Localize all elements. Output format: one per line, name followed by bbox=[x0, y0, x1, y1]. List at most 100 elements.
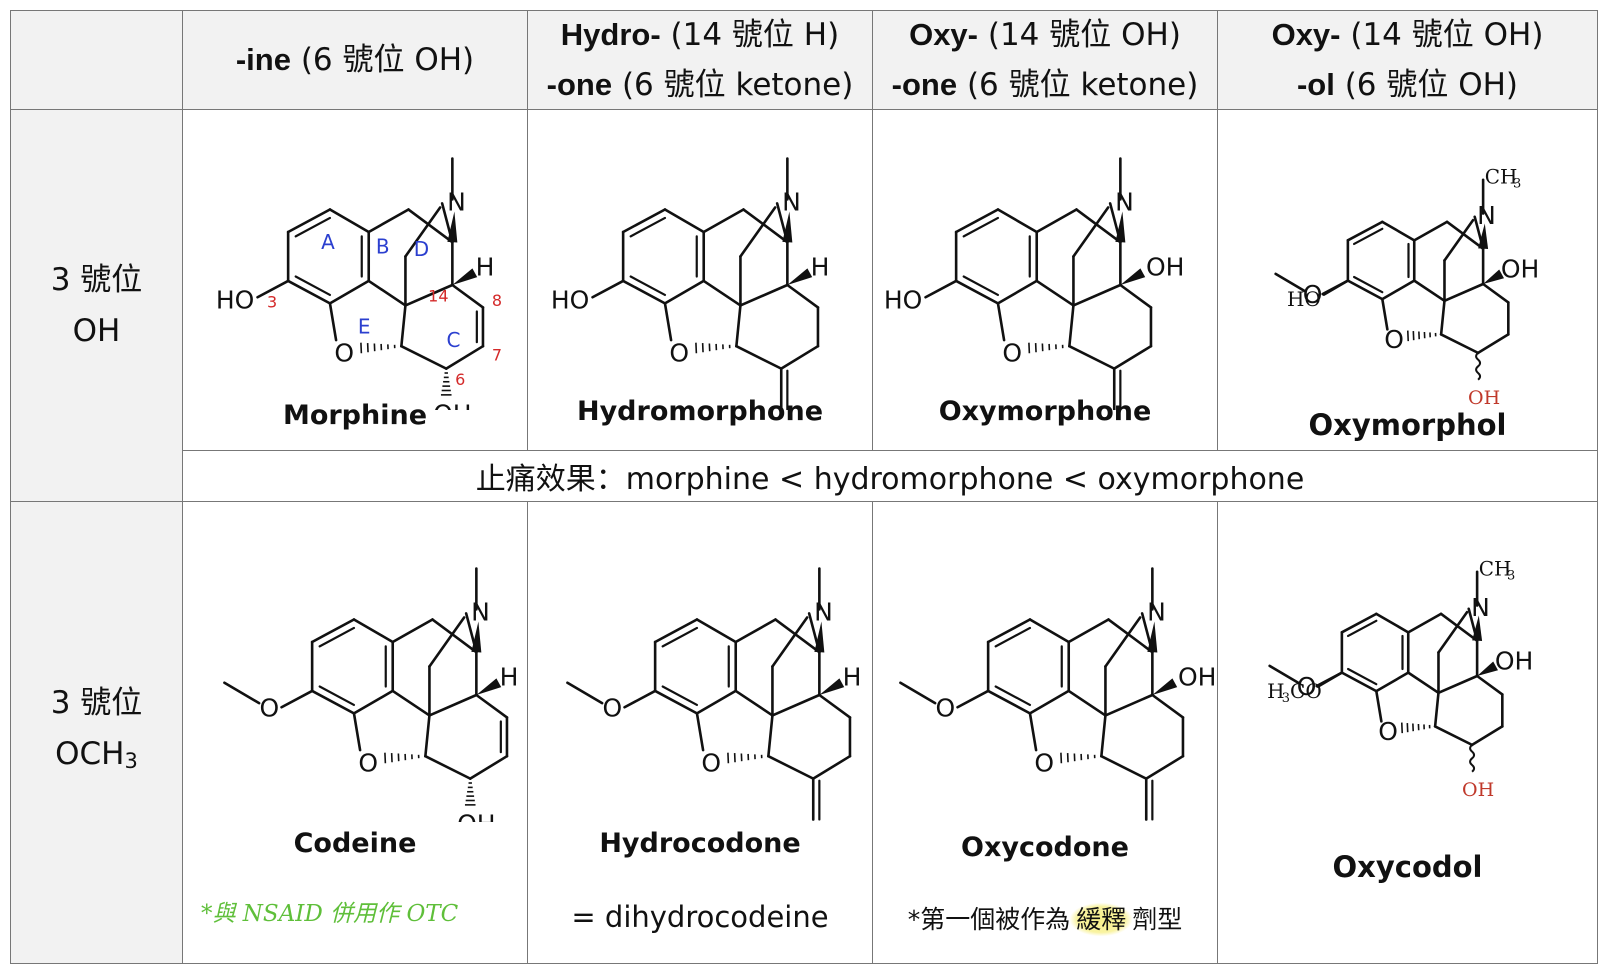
ring-label: D bbox=[414, 237, 429, 261]
bond bbox=[962, 275, 1000, 297]
bond bbox=[328, 208, 371, 234]
bond bbox=[767, 754, 815, 780]
bond bbox=[924, 279, 958, 299]
atom-label: O bbox=[935, 693, 955, 722]
bond bbox=[621, 279, 667, 305]
bond bbox=[771, 616, 809, 668]
atom-label: H bbox=[500, 663, 519, 692]
atom-label: OH bbox=[1146, 253, 1184, 282]
header-prefix: Oxy- bbox=[1271, 17, 1341, 52]
nitrogen-label: N bbox=[1115, 187, 1134, 216]
row-header-line2-wrap: OCH3 bbox=[55, 729, 138, 787]
bond bbox=[1067, 618, 1110, 644]
hydrocodone-structure: HOONO bbox=[566, 567, 862, 822]
wedge-bond bbox=[1120, 268, 1146, 285]
bond bbox=[702, 208, 745, 234]
atom-label: O bbox=[1297, 672, 1317, 701]
compound-name-hydromorphone: Hydromorphone bbox=[576, 396, 824, 427]
methyl-label: CH bbox=[1479, 556, 1512, 580]
bond bbox=[1433, 691, 1440, 728]
morphine-cell: HOHHONOABCDE367814 Morphine bbox=[182, 109, 528, 451]
atom-label: OH bbox=[1495, 647, 1533, 676]
bond bbox=[1112, 344, 1153, 370]
bond bbox=[811, 754, 852, 780]
bond bbox=[591, 279, 625, 299]
bond bbox=[318, 626, 356, 648]
bond bbox=[1268, 664, 1300, 685]
bond bbox=[286, 208, 332, 234]
bond bbox=[739, 283, 789, 307]
codeine-structure: HOHONO bbox=[223, 567, 519, 822]
header-desc: (14 號位 OH) bbox=[1340, 17, 1544, 53]
atom-label: OH bbox=[1501, 255, 1539, 284]
bond bbox=[1100, 754, 1148, 780]
bond bbox=[663, 279, 706, 305]
bond bbox=[623, 689, 657, 709]
bond bbox=[1433, 725, 1474, 747]
bond bbox=[352, 712, 362, 752]
oxygen-label: O bbox=[669, 338, 689, 367]
wedge-bond bbox=[1152, 678, 1178, 695]
bond bbox=[1381, 297, 1389, 331]
bond bbox=[310, 689, 356, 715]
oxygen-label: O bbox=[1034, 748, 1054, 777]
row-header-line2: OCH bbox=[55, 736, 125, 772]
bond bbox=[735, 304, 742, 348]
bond bbox=[1406, 612, 1443, 634]
oxygen-label: O bbox=[334, 338, 354, 367]
bond bbox=[986, 618, 1032, 644]
bond bbox=[286, 279, 332, 305]
bond bbox=[653, 689, 699, 715]
wedge-bond bbox=[782, 211, 793, 243]
bond bbox=[629, 216, 667, 238]
analgesic-comparison: 止痛效果：morphine < hydromorphone < oxymorph… bbox=[182, 450, 1598, 502]
hydromorphone-structure: HOHONO bbox=[551, 157, 830, 410]
atom-label: H bbox=[811, 253, 830, 282]
oxymorphone-structure: OHOHONO bbox=[884, 157, 1184, 410]
hydroxyl-6-label: OH bbox=[1462, 779, 1494, 801]
position-label: 3 bbox=[267, 292, 277, 311]
bond bbox=[391, 618, 434, 644]
bond bbox=[1104, 616, 1142, 668]
bond bbox=[996, 279, 1039, 305]
bond bbox=[424, 714, 431, 758]
atom-label: HO bbox=[551, 285, 589, 314]
methoxy-label: H bbox=[1267, 679, 1284, 703]
oxygen-label: O bbox=[1378, 717, 1398, 746]
position-label: 7 bbox=[492, 346, 502, 365]
bond bbox=[318, 685, 356, 707]
wavy-bond bbox=[1469, 744, 1476, 773]
bond bbox=[1381, 279, 1416, 301]
bond bbox=[1437, 674, 1479, 695]
bond bbox=[566, 681, 604, 705]
bond bbox=[475, 693, 509, 719]
bond bbox=[695, 689, 738, 715]
oxycodone-note: *第一個被作為緩釋劑型 bbox=[873, 900, 1217, 936]
note-text: *第一個被作為 bbox=[907, 905, 1071, 934]
header-col-hydro-one: Hydro- (14 號位 H) -one (6 號位 ketone) bbox=[527, 10, 873, 110]
atom-label: H bbox=[843, 663, 862, 692]
bond bbox=[400, 304, 407, 348]
bond bbox=[1107, 618, 1154, 654]
nitrogen-label: N bbox=[814, 597, 833, 626]
bond bbox=[695, 618, 738, 644]
bond bbox=[1119, 283, 1153, 309]
bond bbox=[256, 279, 290, 299]
nitrogen-label: N bbox=[1477, 201, 1496, 230]
corner-cell bbox=[10, 10, 183, 110]
wedge-bond bbox=[1147, 621, 1158, 653]
header-suffix: -one bbox=[891, 67, 958, 102]
hydrocodone-cell: HOONO Hydrocodone = dihydrocodeine bbox=[527, 501, 873, 964]
header-col-oxy-ol: Oxy- (14 號位 OH) -ol (6 號位 OH) bbox=[1217, 10, 1598, 110]
bond bbox=[786, 283, 820, 309]
ring-label: C bbox=[446, 328, 460, 352]
header-desc: (14 號位 OH) bbox=[978, 17, 1181, 53]
oxygen-label: O bbox=[358, 748, 378, 777]
bond bbox=[431, 618, 478, 654]
codeine-handwritten-note: *與 NSAID 併用作 OTC bbox=[201, 901, 459, 927]
bond bbox=[653, 618, 699, 644]
bond bbox=[1340, 612, 1378, 634]
bond bbox=[1068, 344, 1116, 370]
wedge-bond bbox=[471, 621, 482, 653]
